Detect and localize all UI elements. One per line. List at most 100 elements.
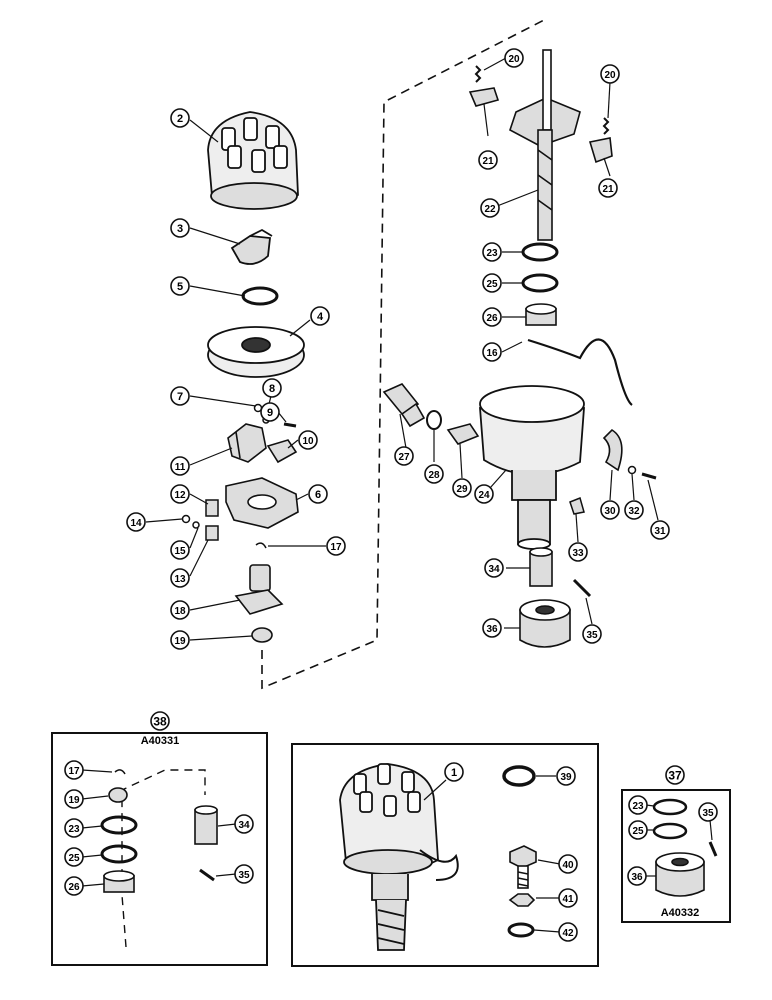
callout-c2: 2: [170, 108, 190, 128]
callout-circle: [698, 802, 718, 822]
leader-lines: [145, 57, 659, 641]
callout-c21b: 21: [598, 178, 618, 198]
callout-c27: 27: [394, 446, 414, 466]
callout-circle: [452, 478, 472, 498]
callout-c12: 12: [170, 484, 190, 504]
callout-label: 24: [478, 490, 490, 501]
clamp-30-part: [602, 428, 623, 472]
callout-circle: [170, 540, 190, 560]
washer-15-part: [192, 521, 200, 529]
clip-12-part: [205, 499, 219, 517]
kit-a-bushing-34-part: [194, 805, 218, 845]
callout-label: 25: [68, 853, 80, 864]
callout-label: 26: [486, 313, 498, 324]
callout-k25: 25: [64, 847, 84, 867]
callout-label: 39: [560, 772, 572, 783]
breaker-point-set-part: [227, 423, 267, 463]
callout-circle: [650, 520, 670, 540]
callout-label: 32: [628, 506, 640, 517]
callout-label: 42: [562, 928, 574, 939]
gear-36-part: [519, 599, 571, 648]
kit-a40331-box: 38 A40331 17 19 23 25 26 34 35: [51, 711, 268, 966]
screw-9-part: [283, 422, 297, 428]
callout-label: 34: [488, 564, 500, 575]
callout-label: 1: [451, 767, 457, 779]
callout-k23: 23: [64, 818, 84, 838]
callout-b36: 36: [627, 866, 647, 886]
callout-circle: [474, 484, 494, 504]
callout-c29: 29: [452, 478, 472, 498]
kit-b-gear-36-part: [655, 852, 705, 897]
callout-circle: [558, 922, 578, 942]
kit-a-number: 38: [153, 715, 167, 729]
callout-c34: 34: [484, 558, 504, 578]
callout-k19: 19: [64, 789, 84, 809]
washer-part: [241, 286, 279, 306]
callout-label: 20: [604, 70, 616, 81]
callout-circle: [170, 568, 190, 588]
breaker-plate-part: [225, 477, 299, 529]
callout-c11: 11: [170, 456, 190, 476]
callout-label: 10: [302, 436, 314, 447]
kit-b-code: A40332: [661, 907, 700, 919]
callout-circle: [170, 600, 190, 620]
clip-13-part: [205, 525, 219, 541]
ring-23-part: [521, 242, 559, 262]
callout-c20a: 20: [504, 48, 524, 68]
callout-label: 36: [631, 872, 643, 883]
callout-label: 40: [562, 860, 574, 871]
callout-label: 2: [177, 113, 183, 125]
callout-circle: [444, 762, 464, 782]
nut-19-part: [251, 627, 273, 643]
callout-label: 7: [177, 391, 183, 403]
callout-circle: [170, 276, 190, 296]
callout-c28: 28: [424, 464, 444, 484]
callout-circle: [310, 306, 330, 326]
callout-label: 25: [486, 279, 498, 290]
callout-c17: 17: [326, 536, 346, 556]
callout-label: 6: [315, 489, 321, 501]
screw-14-part: [181, 514, 191, 524]
o-ring-39-part: [502, 765, 536, 787]
callout-circle: [484, 558, 504, 578]
callout-circle: [64, 760, 84, 780]
callout-circle: [556, 766, 576, 786]
kit-a-bushing-26-part: [103, 870, 135, 893]
spring-20-right-part: [602, 117, 610, 135]
kit-b-pin-35-part: [708, 841, 718, 857]
callout-label: 4: [317, 311, 324, 323]
kit-a-code: A40331: [141, 735, 180, 747]
callout-label: 19: [174, 636, 186, 647]
callout-circle: [628, 795, 648, 815]
callout-c31: 31: [650, 520, 670, 540]
callout-label: 35: [238, 870, 250, 881]
callout-label: 17: [68, 766, 80, 777]
spring-20-left-part: [474, 65, 482, 83]
cam-part: [234, 564, 284, 615]
callout-circle: [558, 854, 578, 874]
kit-a-callouts: 17 19 23 25 26 34 35: [64, 760, 254, 896]
callout-c3: 3: [170, 218, 190, 238]
callout-circle: [64, 876, 84, 896]
weight-21-right-part: [588, 137, 613, 164]
callout-c23: 23: [482, 242, 502, 262]
callout-c19: 19: [170, 630, 190, 650]
callout-circle: [598, 178, 618, 198]
callout-circle: [600, 64, 620, 84]
callout-circle: [600, 500, 620, 520]
callout-label: 11: [175, 462, 186, 473]
callout-k35: 35: [234, 864, 254, 884]
callout-c33: 33: [568, 542, 588, 562]
callout-label: 17: [330, 542, 342, 553]
callout-k34: 34: [234, 814, 254, 834]
callout-circle: [170, 108, 190, 128]
housing-24-part: [479, 385, 585, 550]
fitting-33-part: [569, 496, 585, 515]
callout-k26: 26: [64, 876, 84, 896]
distributor-assembly-part: [339, 763, 459, 951]
ring-25-part: [521, 273, 559, 293]
callout-b25: 25: [628, 820, 648, 840]
bolt-40-part: [509, 845, 537, 889]
